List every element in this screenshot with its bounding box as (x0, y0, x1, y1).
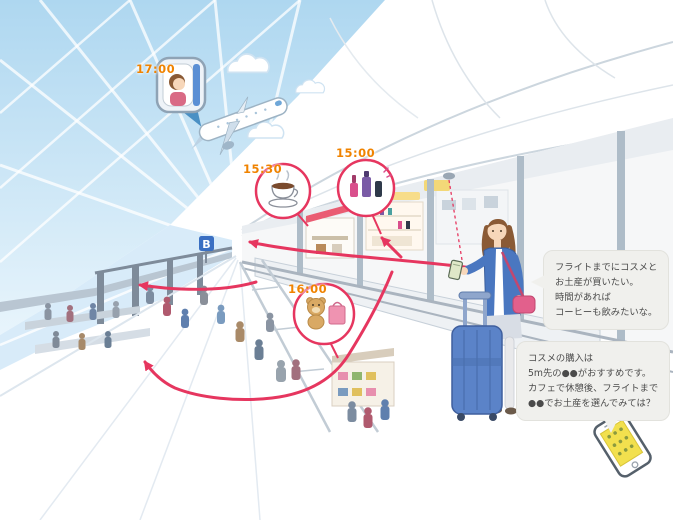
airplane-icon (180, 96, 288, 155)
takeoff-scene (155, 53, 326, 155)
souvenir-vignette (292, 282, 356, 359)
cafe-storefront (305, 203, 355, 259)
bubble-line: コーヒーも飲みたいな。 (555, 307, 658, 319)
bubble-line: 時間があれば (555, 292, 611, 304)
route-arrow-into-cosmetics (380, 236, 403, 259)
cabin-window-vignette (155, 56, 207, 114)
passenger-face (173, 78, 185, 90)
time-label-cafe: 15:30 (243, 162, 283, 176)
woman-bangs (487, 219, 508, 229)
suitcase (451, 291, 503, 421)
woman-speech-bubble: フライトまでにコスメと お土産が買いたい。 時間があれば コーヒーも飲みたいな。 (531, 250, 670, 331)
souvenir-stand (331, 348, 395, 428)
route-arrow-concourse (138, 280, 258, 292)
traveller-woman (448, 219, 536, 421)
phone-speech-bubble: コスメの購入は 5m先の●●がおすすめです。 カフェで休憩後、フライトまで ●●… (516, 341, 671, 434)
bench-row-1 (25, 306, 140, 330)
band-posts (297, 131, 625, 341)
bubble-line: ●●でお土産を選んでみては？ (528, 398, 656, 410)
bubble-line: お土産が買いたい。 (555, 277, 639, 289)
walkway-posts (97, 253, 203, 324)
beacon (443, 172, 463, 261)
woman-arm-phone (463, 253, 493, 275)
bubble-tail (603, 419, 618, 434)
bag-strap (500, 251, 526, 299)
time-label-boarding: 17:00 (136, 62, 176, 76)
handheld-phone-icon (448, 259, 463, 281)
bubble-line: 5m先の●●がおすすめです。 (528, 368, 652, 380)
cosmetics-icon (350, 167, 392, 197)
woman-shirt (494, 249, 504, 316)
woman-arm-down (509, 253, 524, 301)
bubble-line: コスメの購入は (528, 353, 594, 364)
handbag-icon (512, 295, 536, 314)
coffee-cup-icon (268, 169, 299, 208)
cosmetics-vignette (336, 158, 396, 235)
passenger-body (170, 92, 186, 106)
bubble-tail (531, 275, 545, 289)
gate-sign-label: B (202, 238, 210, 251)
cafe-vignette (254, 162, 312, 227)
time-label-souvenir: 16:00 (288, 282, 328, 296)
woman-face (487, 221, 507, 241)
gift-bag-icon (328, 301, 346, 325)
route-arrow-to-shops (248, 239, 474, 270)
beacon-signal-line (448, 179, 463, 261)
route-arrow-lower-loop (143, 270, 394, 401)
time-label-cosmetics: 15:00 (336, 146, 376, 160)
teddy-bear-icon (306, 297, 326, 330)
people-silhouettes (44, 284, 301, 382)
bubble-line: フライトまでにコスメと (555, 262, 658, 273)
route-arrows (138, 236, 474, 401)
bubble-line: カフェで休憩後、フライトまで (528, 383, 659, 395)
gate-sign-b: B (199, 236, 214, 263)
